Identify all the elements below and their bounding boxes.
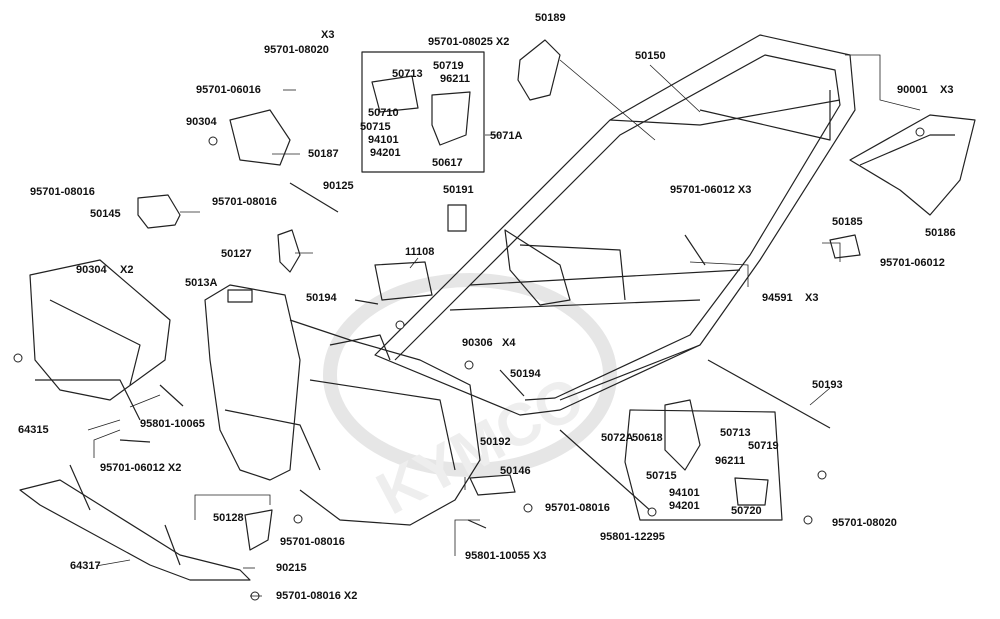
- part-label: 50713: [392, 68, 423, 80]
- part-label: 50185: [832, 216, 863, 228]
- part-label: 95701-08016: [545, 502, 610, 514]
- front-bracket: [29, 259, 171, 421]
- part-label: 50191: [443, 184, 474, 196]
- leader-lines: [87, 54, 921, 597]
- part-label: 96211: [440, 73, 470, 85]
- part-label: 50186: [925, 227, 956, 239]
- part-label: 90304: [76, 264, 107, 276]
- bracket-50128: [244, 509, 273, 551]
- bracket-50189: [517, 39, 561, 101]
- bolts: [119, 182, 831, 529]
- part-label: 50715: [646, 470, 677, 482]
- part-label: X3: [940, 84, 954, 96]
- part-label: 95701-08016: [280, 536, 345, 548]
- part-label: 64315: [18, 424, 49, 436]
- part-label: 50720: [731, 505, 762, 517]
- part-label: 95701-06012 X3: [670, 184, 752, 196]
- main-frame: [374, 34, 856, 416]
- part-label: 95701-06016: [196, 84, 261, 96]
- part-label: 90304: [186, 116, 217, 128]
- part-label: 50193: [812, 379, 843, 391]
- part-label: 5071A: [490, 130, 523, 142]
- part-label: 50192: [480, 436, 511, 448]
- bracket-50127: [277, 229, 301, 273]
- part-label: 50128: [213, 512, 244, 524]
- part-label: X3: [805, 292, 819, 304]
- part-label: 50189: [535, 12, 566, 24]
- part-label: 95701-08016: [212, 196, 277, 208]
- block-50145: [137, 194, 181, 229]
- part-label: X4: [502, 337, 516, 349]
- part-label: 50719: [433, 60, 464, 72]
- part-label: 95801-12295: [600, 531, 665, 543]
- lower-bar: [19, 464, 251, 581]
- part-label: 50719: [748, 440, 779, 452]
- part-label: 94201: [370, 147, 401, 159]
- part-label: 50715: [360, 121, 391, 133]
- bracket-50187: [229, 109, 291, 166]
- part-label: 50146: [500, 465, 531, 477]
- part-label: 90001: [897, 84, 928, 96]
- part-label: 96211: [715, 455, 745, 467]
- part-label: 95801-10055 X3: [465, 550, 547, 562]
- part-label: 50710: [368, 107, 399, 119]
- part-label: 95701-08016: [30, 186, 95, 198]
- part-label: 50127: [221, 248, 252, 260]
- part-label: 94101: [669, 487, 700, 499]
- part-label: 11108: [405, 246, 435, 258]
- part-label: 64317: [70, 560, 101, 572]
- part-label: 94101: [368, 134, 399, 146]
- bracket-50185: [829, 234, 861, 259]
- part-label: 5013A: [185, 277, 218, 289]
- part-label: 50150: [635, 50, 666, 62]
- footrest-group-top: [361, 51, 485, 173]
- cylinder-11108: [374, 261, 433, 301]
- part-label: 95701-08020: [832, 517, 897, 529]
- part-label: 50145: [90, 208, 121, 220]
- part-label: 90306: [462, 337, 493, 349]
- part-label: 95701-08025 X2: [428, 36, 510, 48]
- part-label: 90125: [323, 180, 354, 192]
- part-label: 94201: [669, 500, 700, 512]
- part-label: 50187: [308, 148, 339, 160]
- part-label: 90215: [276, 562, 307, 574]
- rear-fender: [849, 114, 976, 216]
- front-frame-assembly: [204, 284, 481, 526]
- spacer-50191: [447, 204, 467, 232]
- part-label: 95701-08020: [264, 44, 329, 56]
- part-label: 5072A: [601, 432, 634, 444]
- part-label: 95801-10065: [140, 418, 205, 430]
- part-label: X2: [120, 264, 134, 276]
- nuts: [13, 127, 925, 601]
- part-label: 50194: [510, 368, 541, 380]
- part-label: 50618: [632, 432, 663, 444]
- part-label: 95701-06012: [880, 257, 945, 269]
- part-label: 94591: [762, 292, 793, 304]
- part-label: 95701-06012 X2: [100, 462, 182, 474]
- part-label: 50617: [432, 157, 463, 169]
- part-label: 50713: [720, 427, 751, 439]
- part-label: 95701-08016 X2: [276, 590, 358, 602]
- part-label: X3: [321, 29, 335, 41]
- part-label: 50194: [306, 292, 337, 304]
- watermark-logo: [323, 273, 617, 477]
- bracket-50146: [469, 474, 516, 496]
- footrest-group-bottom: [624, 399, 783, 521]
